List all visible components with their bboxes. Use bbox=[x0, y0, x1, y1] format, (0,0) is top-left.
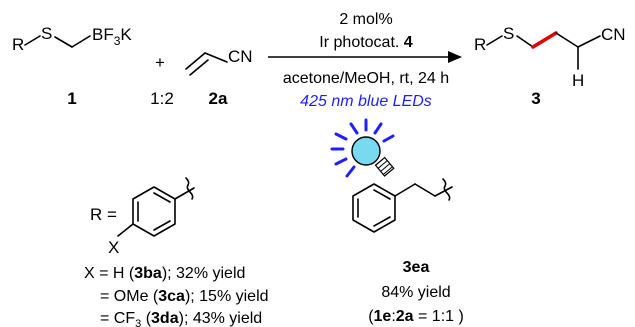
aryl-ring-double-2 bbox=[153, 220, 171, 231]
product-bond-c3-cn bbox=[577, 35, 601, 48]
phenethyl-compound-number: 3ea bbox=[403, 259, 430, 276]
scope-line-ome: = OMe (3ca); 15% yield bbox=[100, 288, 269, 305]
aryl-substituent: R = X bbox=[90, 177, 195, 257]
product-r-label: R bbox=[474, 35, 486, 54]
bulb-base bbox=[374, 156, 395, 177]
aryl-bond-to-attachment bbox=[174, 187, 195, 200]
product-bond-c2-c3 bbox=[555, 32, 579, 48]
product-3: R S CN H 3 bbox=[474, 24, 626, 108]
catalyst-name: Ir photocat. 4 bbox=[319, 34, 413, 51]
product-bond-s-c1 bbox=[516, 35, 534, 48]
product-h-label: H bbox=[572, 71, 584, 90]
reagent2-compound-number: 2a bbox=[209, 89, 228, 108]
aryl-bond-to-x bbox=[117, 223, 134, 237]
aryl-ring-double-1 bbox=[153, 192, 171, 203]
bulb-glass bbox=[351, 136, 381, 166]
reagent2-double-bond-1 bbox=[185, 52, 206, 70]
reagent1-r-label: R bbox=[12, 35, 24, 54]
aryl-attachment-wavy bbox=[185, 177, 194, 200]
solvent-conditions: acetone/MeOH, rt, 24 h bbox=[283, 70, 449, 87]
phenethyl-ring bbox=[352, 183, 396, 233]
reagent-2: CN 2a bbox=[185, 47, 253, 108]
phenethyl-ring-double-2 bbox=[373, 216, 391, 227]
r-equals-label: R = bbox=[90, 205, 117, 224]
product-compound-number: 3 bbox=[531, 89, 540, 108]
reagent1-compound-number: 1 bbox=[67, 89, 76, 108]
light-rays bbox=[330, 118, 395, 178]
phenethyl-attachment-wavy bbox=[442, 178, 451, 201]
aryl-ring bbox=[132, 186, 176, 237]
catalyst-loading: 2 mol% bbox=[339, 11, 392, 28]
product-s-label: S bbox=[503, 24, 514, 43]
light-source: 425 nm blue LEDs bbox=[300, 93, 432, 110]
product-cn-label: CN bbox=[601, 25, 626, 44]
phenethyl-ring-double-1 bbox=[373, 189, 391, 200]
product-bond-r-s bbox=[486, 35, 503, 46]
phenethyl-ratio: (1e:2a = 1:1 ) bbox=[368, 308, 464, 325]
product-new-cc-bond bbox=[531, 31, 558, 49]
phenethyl-yield: 84% yield bbox=[381, 284, 450, 301]
aryl-scope-list: X = H (3ba); 32% yield = OMe (3ca); 15% … bbox=[84, 265, 269, 327]
phenethyl-bond-2 bbox=[414, 183, 436, 197]
plus-sign: + bbox=[155, 53, 165, 72]
stoichiometry-ratio: 1:2 bbox=[150, 89, 174, 108]
reaction-arrowhead bbox=[448, 51, 462, 63]
aryl-x-label: X bbox=[108, 238, 119, 257]
reagent1-bond-c-b bbox=[71, 35, 91, 48]
scope-line-cf3: = CF3 (3da); 43% yield bbox=[100, 310, 262, 327]
reagent1-bf3k-label: BF3K bbox=[92, 25, 132, 48]
reagent1-bond-r-s bbox=[24, 35, 41, 46]
reagent2-double-bond-2 bbox=[189, 59, 209, 76]
reagent-1: R S BF3K 1 bbox=[12, 24, 132, 108]
phenethyl-bond-1 bbox=[394, 183, 416, 197]
scope-line-h: X = H (3ba); 32% yield bbox=[84, 265, 245, 282]
phenethyl-bond-3 bbox=[434, 186, 453, 197]
reagent2-cn-label: CN bbox=[228, 47, 253, 66]
phenethyl-substituent: 3ea 84% yield (1e:2a = 1:1 ) bbox=[352, 178, 464, 325]
reagent2-bond-c-cn bbox=[204, 52, 228, 63]
light-bulb-icon bbox=[330, 118, 395, 178]
reagent1-s-label: S bbox=[41, 24, 52, 43]
reagent1-bond-s-c bbox=[54, 36, 73, 48]
reaction-conditions: 2 mol% Ir photocat. 4 acetone/MeOH, rt, … bbox=[268, 11, 462, 110]
